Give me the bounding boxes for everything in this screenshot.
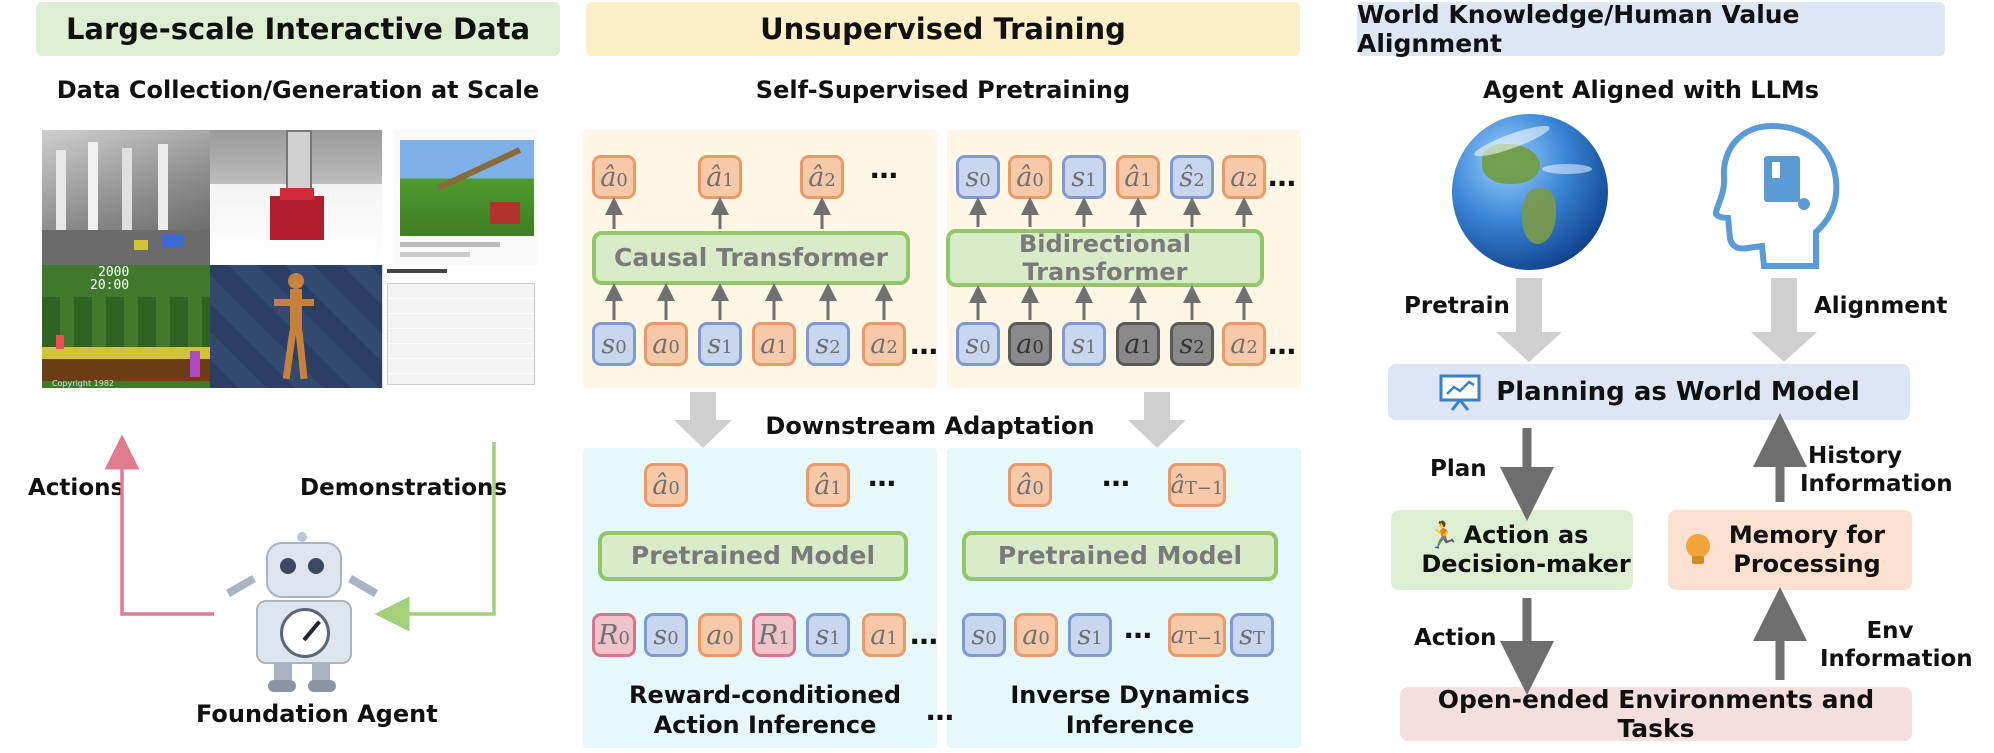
earth-globe-icon <box>1452 114 1608 270</box>
robot-lab-image <box>42 130 210 265</box>
robot-arm-sim-image <box>210 130 382 265</box>
alignment-arrow <box>1751 278 1817 362</box>
reward-conditioned-caption: Reward-conditioned Action Inference <box>628 681 902 739</box>
head-book-icon <box>1712 120 1842 270</box>
action-decision-maker-box: 🏃 Action as Decision-maker <box>1391 510 1633 590</box>
pretrained-model-box-right: Pretrained Model <box>962 531 1278 581</box>
downstream-arrow-right <box>1128 392 1186 448</box>
ellipsis: … <box>870 152 899 185</box>
bidirectional-output-arrows <box>969 197 1253 227</box>
demonstrations-arrow <box>374 442 496 632</box>
minecraft-screenshot <box>394 130 538 265</box>
alignment-label: Alignment <box>1814 293 1948 319</box>
inverse-panel <box>947 448 1301 748</box>
self-supervised-subtitle: Self-Supervised Pretraining <box>755 76 1131 104</box>
lightbulb-icon <box>1682 532 1714 568</box>
foundation-agent-label: Foundation Agent <box>196 700 438 728</box>
env-information-label: Env Information <box>1820 618 1973 672</box>
demonstrations-label: Demonstrations <box>300 475 508 501</box>
downstream-adaptation-label: Downstream Adaptation <box>765 412 1095 440</box>
action-label: Action <box>1414 625 1497 651</box>
header-alignment: World Knowledge/Human Value Alignment <box>1357 0 1945 58</box>
data-image-grid: 2000 20:00 Copyright 1982 <box>42 130 538 388</box>
reward-panel <box>583 448 937 748</box>
action-box-label: Action as Decision-maker <box>1421 521 1631 578</box>
causal-transformer-box: Causal Transformer <box>592 231 910 285</box>
memory-processing-box: Memory for Processing <box>1668 510 1912 590</box>
presentation-chart-icon <box>1438 372 1482 412</box>
agent-aligned-subtitle: Agent Aligned with LLMs <box>1482 76 1820 104</box>
pretrain-arrow <box>1496 278 1562 362</box>
robot-icon <box>222 528 382 698</box>
causal-input-arrows <box>605 283 893 320</box>
downstream-arrow-left <box>674 392 732 448</box>
pretrain-label: Pretrain <box>1404 293 1510 319</box>
dataset-table-image <box>382 265 538 388</box>
causal-output-arrows <box>605 197 831 229</box>
actions-label: Actions <box>28 475 125 501</box>
data-collection-subtitle: Data Collection/Generation at Scale <box>56 76 540 104</box>
running-person-icon: 🏃 <box>1427 521 1460 551</box>
open-ended-environments-box: Open-ended Environments and Tasks <box>1400 685 1912 743</box>
bidirectional-input-arrows <box>969 285 1253 320</box>
header-unsupervised-training: Unsupervised Training <box>586 2 1300 56</box>
humanoid-sim-image <box>210 265 382 388</box>
ellipsis: … <box>1102 460 1131 493</box>
ellipsis: … <box>910 328 939 361</box>
planning-label: Planning as World Model <box>1496 377 1860 407</box>
ellipsis: … <box>1124 612 1153 645</box>
ellipsis: … <box>926 694 955 727</box>
ellipsis: … <box>910 618 939 651</box>
pretrained-model-box-left: Pretrained Model <box>598 531 908 581</box>
ellipsis: … <box>868 460 897 493</box>
memory-box-label: Memory for Processing <box>1728 521 1886 578</box>
bidirectional-transformer-box: Bidirectional Transformer <box>946 229 1264 287</box>
actions-arrow <box>104 434 214 616</box>
ellipsis: … <box>1268 160 1297 193</box>
inverse-dynamics-caption: Inverse Dynamics Inference <box>1010 681 1250 739</box>
atari-game-screenshot: 2000 20:00 Copyright 1982 <box>42 265 210 388</box>
header-large-scale-data: Large-scale Interactive Data <box>36 2 560 56</box>
planning-world-model-box: Planning as World Model <box>1388 364 1910 420</box>
ellipsis: … <box>1268 328 1297 361</box>
plan-label: Plan <box>1430 456 1487 482</box>
